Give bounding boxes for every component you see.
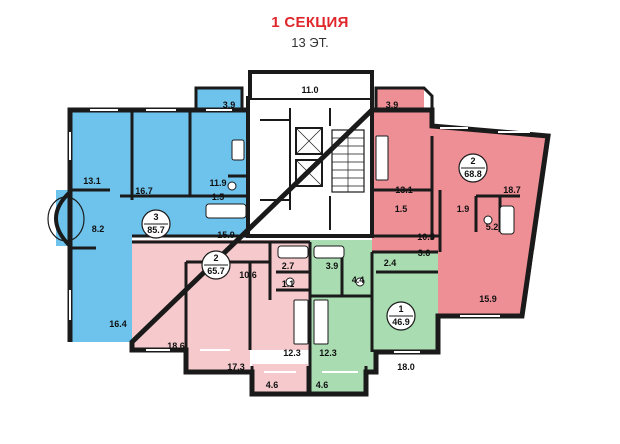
room-area: 1.5: [212, 192, 225, 202]
apartment-2-right-area: [372, 110, 548, 316]
toilet-left: [285, 277, 295, 287]
stair-steps: [332, 130, 364, 192]
fixtures: [205, 135, 515, 345]
room-area: 1.5: [395, 204, 408, 214]
kitchen-green: [313, 299, 329, 345]
room-area: 1.9: [457, 204, 470, 214]
loggia-right-wall: [308, 366, 368, 396]
room-area: 4.6: [266, 380, 279, 390]
bathtub-blue: [205, 203, 247, 219]
apartment-2-right-area-label: 68.8: [464, 169, 482, 179]
room-area: 10.5: [417, 232, 435, 242]
room-area: 3.9: [223, 100, 236, 110]
apartment-1-rooms: 1: [398, 304, 403, 314]
lift-shaft-1: [295, 127, 323, 155]
loggia-left-wall: [250, 366, 310, 396]
room-area: 3.9: [386, 100, 399, 110]
apartment-2-left-rooms: 2: [213, 253, 218, 263]
pink-balcony-wall: [374, 86, 434, 110]
room-area: 2.4: [384, 258, 397, 268]
room-area: 16.4: [109, 319, 127, 329]
bathtub-right: [499, 205, 515, 235]
apartment-3-rooms: 3: [153, 212, 158, 222]
room-area: 13.1: [395, 185, 413, 195]
room-area: 18.6: [167, 341, 185, 351]
room-area: 3.6: [418, 248, 431, 258]
badge-apartment-2-right: 2 68.8: [458, 153, 488, 183]
room-area: 11.9: [209, 178, 226, 188]
apartment-3-area-label: 85.7: [147, 225, 165, 235]
room-labels: 3.9 11.0 3.9 13.1 16.7 11.9 1.5 8.2 15.9…: [83, 85, 521, 390]
apartment-badges: 3 85.7 2 65.7 1 46.9 2 68.8: [141, 153, 488, 331]
apartment-1-area-label: 46.9: [392, 317, 410, 327]
loggia-right-area: [310, 364, 366, 394]
blue-internal-walls: [70, 110, 248, 250]
sink-blue: [231, 139, 245, 161]
section-title: 1 СЕКЦИЯ: [271, 14, 349, 31]
room-area: 1.1: [282, 279, 295, 289]
kitchen-right: [375, 135, 389, 181]
toilet-right: [483, 215, 493, 225]
blue-balcony-wall: [194, 86, 244, 110]
floor-count: 13 ЭТ.: [291, 35, 329, 50]
room-area: 10.6: [239, 270, 257, 280]
window-marks: [69, 109, 536, 373]
room-area: 5.2: [486, 222, 499, 232]
apartment-2-right-rooms: 2: [470, 156, 475, 166]
toilet-blue: [227, 181, 237, 191]
room-area: 2.7: [282, 261, 295, 271]
room-area: 12.3: [319, 348, 337, 358]
bathtub-left: [277, 245, 309, 259]
apartment-2-left-area: [132, 240, 310, 372]
room-area: 15.9: [479, 294, 497, 304]
apartment-2-left-area-label: 65.7: [207, 266, 225, 276]
room-area: 17.3: [227, 362, 245, 372]
green-internal-walls: [308, 242, 438, 372]
badge-apartment-1: 1 46.9: [386, 301, 416, 331]
room-area: 12.3: [283, 348, 301, 358]
room-area: 4.6: [316, 380, 329, 390]
loggia-left-area: [252, 364, 308, 394]
top-landing: [248, 70, 374, 98]
room-area: 16.7: [135, 186, 153, 196]
room-area: 13.1: [83, 176, 101, 186]
room-area: 15.9: [217, 230, 235, 240]
room-area: 11.0: [301, 85, 318, 95]
bay-window-glass: [47, 196, 85, 242]
room-area: 18.7: [503, 185, 521, 195]
room-area: 18.0: [397, 362, 415, 372]
room-area: 4.4: [352, 275, 365, 285]
bathtub-green: [313, 245, 345, 259]
windows: [69, 109, 536, 373]
lift-shaft-2: [295, 159, 323, 187]
badge-apartment-3: 3 85.7: [141, 209, 171, 239]
room-area: 3.9: [326, 261, 339, 271]
lift-1-cross: [295, 127, 323, 155]
badge-apartment-2-left: 2 65.7: [201, 250, 231, 280]
room-area: 8.2: [92, 224, 105, 234]
toilet-green: [355, 277, 365, 287]
kitchen-left: [293, 299, 309, 345]
walls: [47, 86, 551, 397]
core-partitions: [260, 108, 331, 230]
